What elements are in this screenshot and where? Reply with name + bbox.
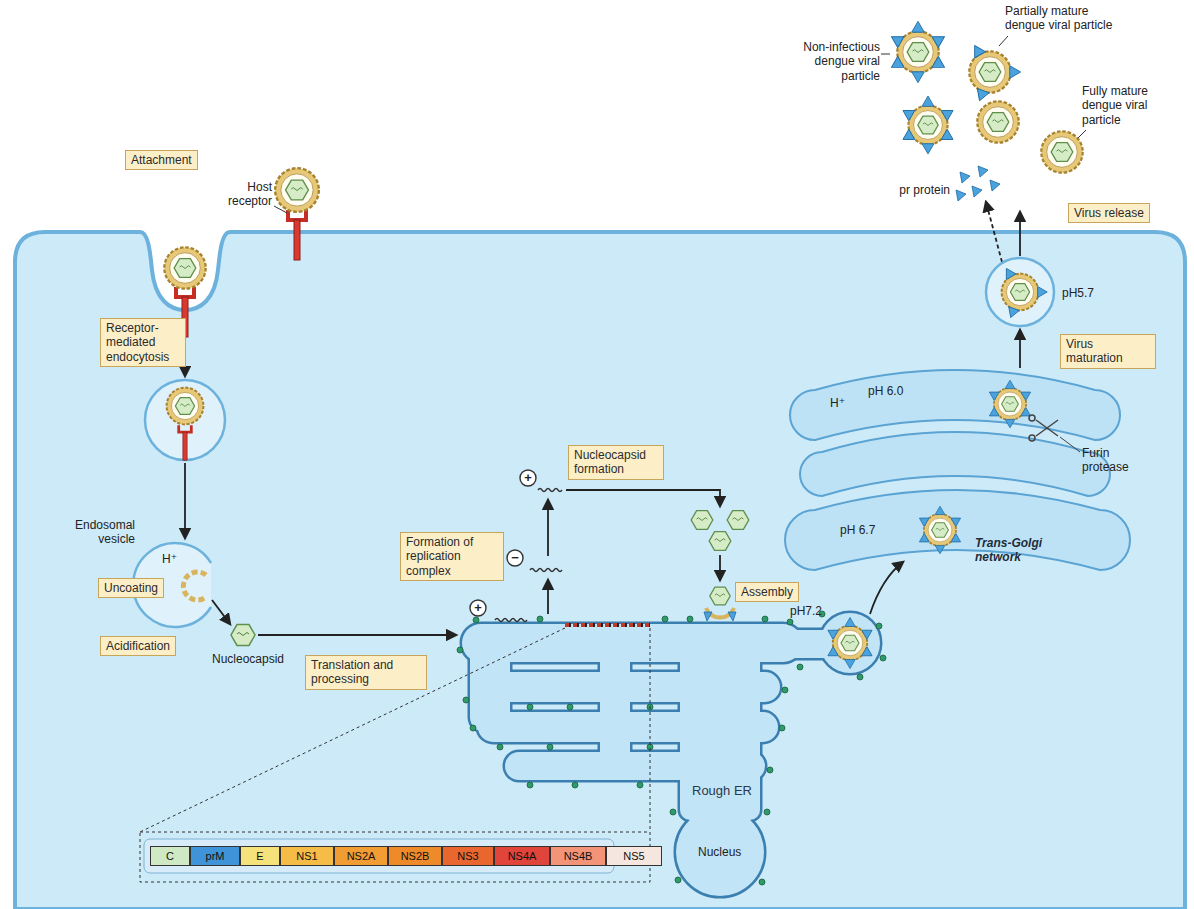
gene-segment: NS2B bbox=[388, 846, 442, 866]
step-label: Nucleocapsid formation bbox=[574, 448, 658, 477]
maturation-vesicle bbox=[986, 258, 1054, 326]
released-particles bbox=[888, 21, 1082, 172]
replication-site bbox=[565, 625, 650, 626]
annotation-label: H⁺ bbox=[830, 396, 845, 410]
golgi-stack bbox=[785, 370, 1130, 570]
furin-scissors bbox=[1029, 415, 1080, 452]
process-step: Receptor-mediated endocytosis bbox=[100, 318, 186, 367]
annotation-label: pr protein bbox=[899, 183, 950, 197]
annotation-label: Nucleocapsid bbox=[212, 652, 284, 666]
step-label: Formation of replication complex bbox=[406, 535, 498, 578]
annotation-label: Furin protease bbox=[1082, 446, 1144, 475]
annotation-label: Nucleus bbox=[698, 845, 741, 859]
step-label: Virus release bbox=[1074, 206, 1144, 220]
annotation-label: Rough ER bbox=[692, 783, 752, 799]
annotation-label: Trans-Golgi network bbox=[975, 536, 1057, 565]
process-step: Uncoating bbox=[98, 578, 164, 598]
annotation-label: pH 6.0 bbox=[868, 384, 903, 398]
gene-name: prM bbox=[191, 847, 239, 865]
gene-name: E bbox=[241, 847, 279, 865]
annotation-label: Host receptor bbox=[212, 180, 272, 209]
gene-name: NS5 bbox=[607, 847, 661, 865]
gene-name: NS1 bbox=[281, 847, 333, 865]
step-label: Attachment bbox=[131, 153, 192, 167]
gene-segment: prM bbox=[190, 846, 240, 866]
leader-lines bbox=[881, 36, 1086, 138]
step-label: Receptor-mediated endocytosis bbox=[106, 321, 180, 364]
process-step: Nucleocapsid formation bbox=[568, 445, 664, 480]
gene-segment: NS1 bbox=[280, 846, 334, 866]
annotation-label: Endosomal vesicle bbox=[63, 518, 135, 547]
gene-segment: C bbox=[150, 846, 190, 866]
step-label: Translation and processing bbox=[311, 658, 421, 687]
golgi-viruses bbox=[917, 380, 1033, 554]
process-step: Translation and processing bbox=[305, 655, 427, 690]
genome-strip bbox=[144, 839, 614, 873]
gene-segment: NS3 bbox=[442, 846, 494, 866]
gene-name: C bbox=[151, 847, 189, 865]
process-step: Attachment bbox=[125, 150, 198, 170]
process-step: Virus release bbox=[1068, 203, 1150, 223]
strand-sign: + bbox=[470, 600, 486, 616]
pr-protein-fragments bbox=[956, 166, 1000, 201]
process-step: Assembly bbox=[735, 582, 799, 602]
gene-name: NS4B bbox=[551, 847, 605, 865]
gene-segment: NS4A bbox=[494, 846, 550, 866]
gene-segment: NS2A bbox=[334, 846, 388, 866]
gene-segment: E bbox=[240, 846, 280, 866]
gene-name: NS3 bbox=[443, 847, 493, 865]
gene-name: NS2A bbox=[335, 847, 387, 865]
zoom-lines bbox=[140, 628, 650, 882]
annotation-label: Non-infectious dengue viral particle bbox=[788, 40, 880, 83]
step-label: Assembly bbox=[741, 585, 793, 599]
process-step: Formation of replication complex bbox=[400, 532, 504, 581]
strand-sign: + bbox=[520, 470, 536, 486]
attachment-figure bbox=[274, 168, 319, 260]
annotation-label: H⁺ bbox=[162, 552, 177, 566]
annotation-label: Fully mature dengue viral particle bbox=[1082, 84, 1166, 127]
gene-segment: NS5 bbox=[606, 846, 662, 866]
annotation-label: pH 6.7 bbox=[840, 523, 875, 537]
strand-sign: − bbox=[507, 550, 523, 566]
nucleocapsid-group bbox=[691, 511, 875, 669]
annotation-label: pH7.2 bbox=[790, 604, 822, 618]
process-step: Virus maturation bbox=[1060, 334, 1156, 369]
step-label: Uncoating bbox=[104, 581, 158, 595]
annotation-label: Partially mature dengue viral particle bbox=[1005, 4, 1127, 33]
step-label: Acidification bbox=[106, 639, 170, 653]
process-step: Acidification bbox=[100, 636, 176, 656]
step-label: Virus maturation bbox=[1066, 337, 1150, 366]
cell-membrane bbox=[15, 232, 1185, 909]
annotation-label: pH5.7 bbox=[1062, 286, 1094, 300]
gene-segment: NS4B bbox=[550, 846, 606, 866]
gene-name: NS2B bbox=[389, 847, 441, 865]
rough-er bbox=[462, 613, 880, 896]
gene-name: NS4A bbox=[495, 847, 549, 865]
